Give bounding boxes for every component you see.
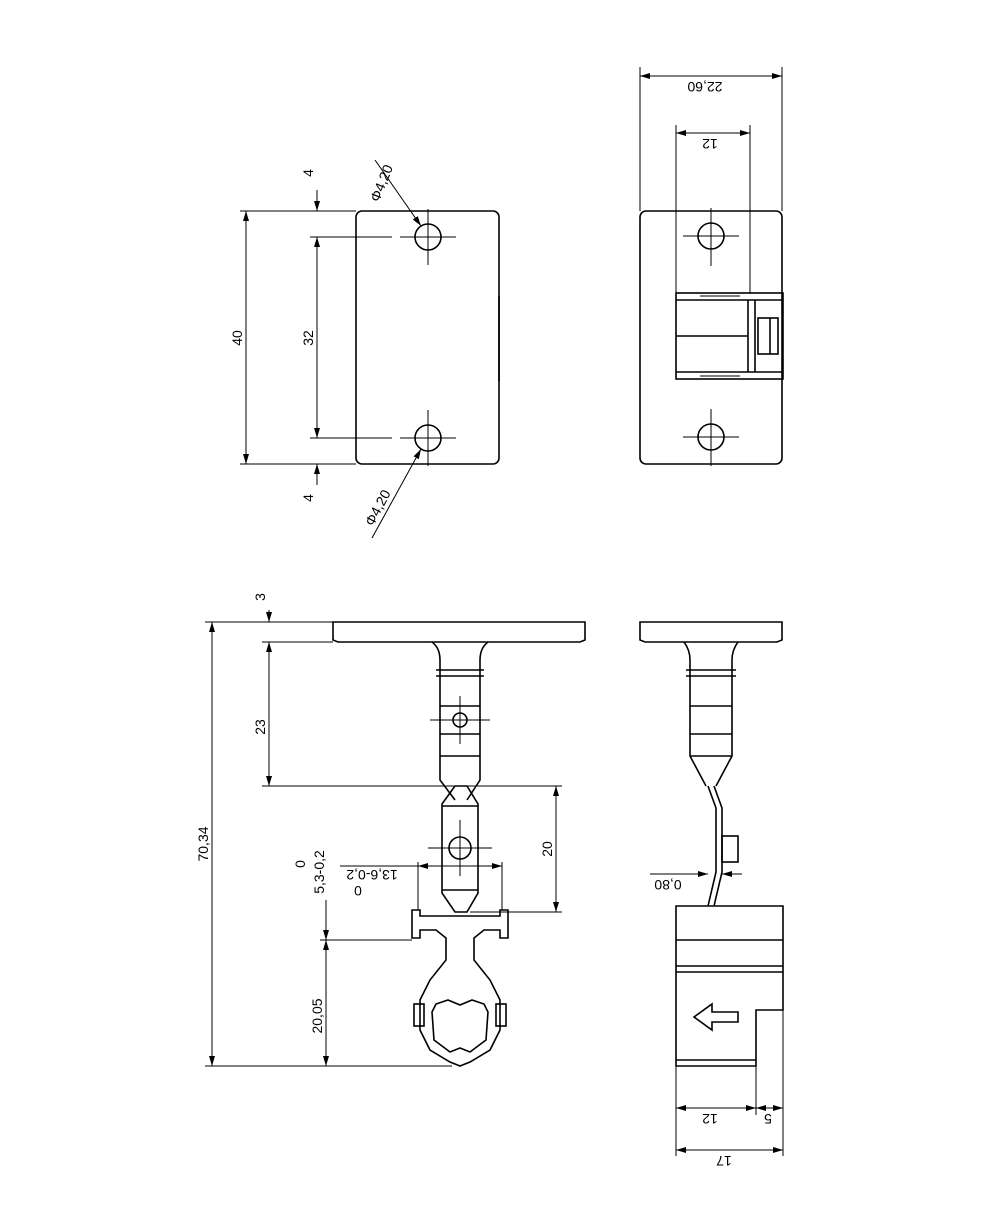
side-top-view: 22,60 12 — [639, 67, 784, 466]
connector-block — [675, 292, 784, 380]
side-top-hole-1 — [683, 208, 739, 266]
dim-top-offset: 4 — [300, 169, 316, 177]
dim-bottom-offset: 4 — [300, 494, 316, 502]
side-bottom-view: 0,80 12 5 17 — [639, 621, 784, 1169]
top-hole-diameter: Φ4,20 — [367, 162, 396, 204]
dim-width-tol: 13,6-0,2 — [346, 867, 398, 883]
direction-arrow-icon — [692, 1002, 739, 1032]
dim-overall-width: 17 — [716, 1153, 732, 1169]
tol-range: 5,3-0,2 — [311, 850, 327, 894]
dim-offset: 5 — [764, 1111, 772, 1127]
dim-lower-length: 20,05 — [309, 998, 325, 1033]
dim-inner-width: 12 — [702, 136, 718, 152]
dim-overall-height: 40 — [229, 330, 245, 346]
dim-middle-length: 20 — [539, 841, 555, 857]
front-top-view: 40 32 4 4 Φ4,20 Φ4,20 — [229, 159, 500, 539]
dim-blade-thickness: 0,80 — [654, 877, 681, 893]
dim-upper-length: 23 — [252, 719, 268, 735]
tol-zero-bottom: 0 — [354, 883, 362, 899]
side-top-hole-2 — [683, 409, 739, 466]
dim-flange-thickness: 3 — [252, 593, 268, 601]
dim-body-width: 12 — [702, 1111, 718, 1127]
bottom-hole — [400, 410, 456, 466]
dim-overall-width: 22,60 — [687, 79, 722, 95]
top-hole — [400, 209, 456, 265]
tol-zero-top: 0 — [292, 860, 308, 868]
front-bottom-view: 3 23 70,34 20 20,05 0 5,3-0,2 13,6-0,2 0 — [195, 593, 586, 1067]
dim-hole-spacing: 32 — [300, 330, 316, 346]
dim-overall-height: 70,34 — [195, 826, 211, 861]
